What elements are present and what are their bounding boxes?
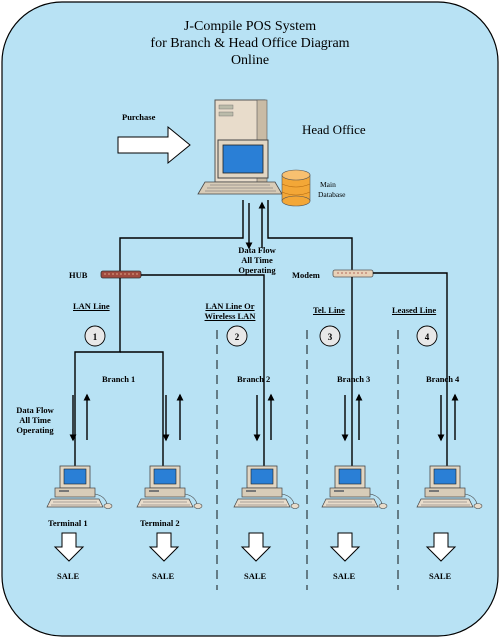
line-ho-to-modem	[267, 200, 353, 270]
branch-label-2: Branch 2	[237, 374, 271, 384]
terminal-computer-icon	[46, 465, 113, 509]
branch-label-3: Branch 3	[337, 374, 371, 384]
terminal-computer-icon	[321, 465, 388, 509]
line-hub-branch2	[141, 274, 265, 470]
dataflow-left-1: Data Flow	[16, 405, 54, 415]
sale-label-1: SALE	[57, 571, 80, 581]
circle-number-1: 1	[93, 332, 98, 342]
title-line-1: J-Compile POS System	[183, 19, 317, 34]
title-line-3: Online	[230, 53, 270, 68]
circle-number-4: 4	[425, 332, 430, 342]
sale-label-2: SALE	[152, 571, 175, 581]
terminal-label-1: Terminal 1	[48, 518, 88, 528]
dataflow-top-1: Data Flow	[238, 245, 276, 255]
sale-label-4: SALE	[333, 571, 356, 581]
line-label-2a: LAN Line Or	[205, 301, 255, 311]
dataflow-left-3: Operating	[16, 425, 54, 435]
terminal-label-2: Terminal 2	[140, 518, 180, 528]
line-modem-branch4	[373, 272, 448, 470]
title-line-2: for Branch & Head Office Diagram	[150, 36, 350, 51]
purchase-label: Purchase	[122, 112, 156, 122]
circle-4	[416, 325, 438, 347]
purchase-arrow	[117, 125, 191, 165]
circle-number-3: 3	[328, 332, 333, 342]
line-label-3: Tel. Line	[313, 305, 345, 315]
line-hub-branch1-t2	[120, 351, 164, 470]
line-label-1: LAN Line	[73, 301, 110, 311]
database-label-2: Database	[318, 190, 346, 199]
database-icon	[281, 169, 311, 207]
circle-2	[226, 325, 248, 347]
line-ho-to-hub	[119, 200, 244, 272]
modem-label: Modem	[292, 270, 320, 280]
sale-label-5: SALE	[429, 571, 452, 581]
database-label-1: Main	[320, 180, 336, 189]
hub-label: HUB	[69, 270, 88, 280]
dataflow-top-3: Operating	[238, 265, 276, 275]
dataflow-top-2: All Time	[241, 255, 273, 265]
circle-3	[319, 325, 341, 347]
line-label-2b: Wireless LAN	[204, 311, 256, 321]
sale-arrows	[53, 532, 457, 562]
head-office-label: Head Office	[302, 122, 366, 137]
branch-label-1: Branch 1	[102, 374, 136, 384]
branch-label-4: Branch 4	[426, 374, 460, 384]
terminal-computer-icon	[136, 465, 203, 509]
line-label-4: Leased Line	[392, 305, 437, 315]
branch-arrows	[69, 393, 459, 442]
dataflow-left-2: All Time	[19, 415, 51, 425]
terminal-computer-icon	[233, 465, 300, 509]
circle-1	[84, 325, 106, 347]
terminal-computer-icon	[416, 465, 483, 509]
circle-number-2: 2	[235, 332, 240, 342]
head-office-computer-icon	[197, 99, 283, 195]
line-hub-branch1-t1	[74, 278, 121, 470]
hub-icon	[100, 270, 142, 279]
sale-label-3: SALE	[244, 571, 267, 581]
modem-icon	[332, 269, 374, 278]
